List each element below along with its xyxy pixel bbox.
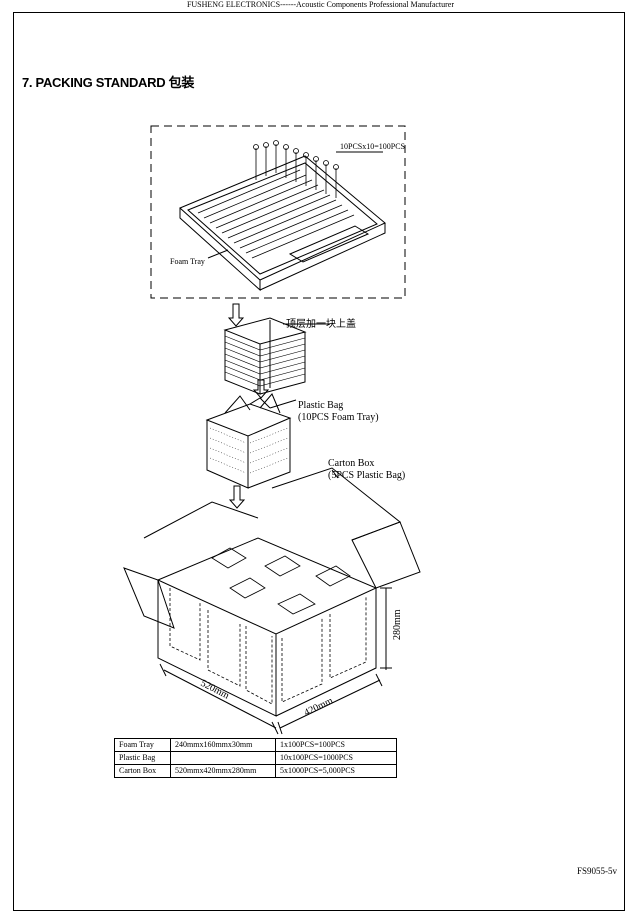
packing-spec-table: Foam Tray 240mmx160mmx30mm 1x100PCS=100P… [114,738,397,778]
down-arrow-3 [228,485,246,509]
packing-diagram: 10PCSx10=100PCS Foam Tray 顶层加一块上盖 Plasti… [123,125,421,735]
table-cell: 5x1000PCS=5,000PCS [275,764,397,778]
tray-stack-drawing [223,317,330,395]
table-cell [170,751,276,765]
page-frame [13,12,625,911]
table-cell: Plastic Bag [114,751,171,765]
section-title: 7. PACKING STANDARD 包装 [22,75,195,90]
table-cell: 10x100PCS=1000PCS [275,751,397,765]
table-cell: 240mmx160mmx30mm [170,738,276,752]
tray-dashed-frame [150,125,406,299]
dim-height-label: 280mm [392,609,403,640]
foam-tray-label: Foam Tray [170,257,205,266]
dim-length-label: 520mm [199,678,231,702]
table-cell: Carton Box [114,764,171,778]
table-row: Foam Tray 240mmx160mmx30mm 1x100PCS=100P… [114,738,397,752]
plastic-bag-drawing [205,393,297,489]
carton-box-label: Carton Box [328,458,374,469]
page-header: FUSHENG ELECTRONICS------Acoustic Compon… [186,0,455,9]
tray-count-label: 10PCSx10=100PCS [340,142,405,151]
table-row: Plastic Bag 10x100PCS=1000PCS [114,751,397,765]
carton-box-sub: (5PCS Plastic Bag) [328,470,405,481]
carton-box-drawing [123,467,421,735]
table-row: Carton Box 520mmx420mmx280mm 5x1000PCS=5… [114,764,397,778]
table-cell: Foam Tray [114,738,171,752]
down-arrow-1 [227,303,245,327]
dim-width-label: 420mm [302,695,334,718]
plastic-bag-sub: (10PCS Foam Tray) [298,412,379,423]
table-cell: 1x100PCS=100PCS [275,738,397,752]
document-code: FS9055-5v [576,866,617,876]
down-arrow-2 [252,379,270,399]
table-cell: 520mmx420mmx280mm [170,764,276,778]
plastic-bag-label: Plastic Bag [298,400,343,411]
top-layer-note: 顶层加一块上盖 [286,317,356,330]
foam-tray-drawing [179,140,386,292]
